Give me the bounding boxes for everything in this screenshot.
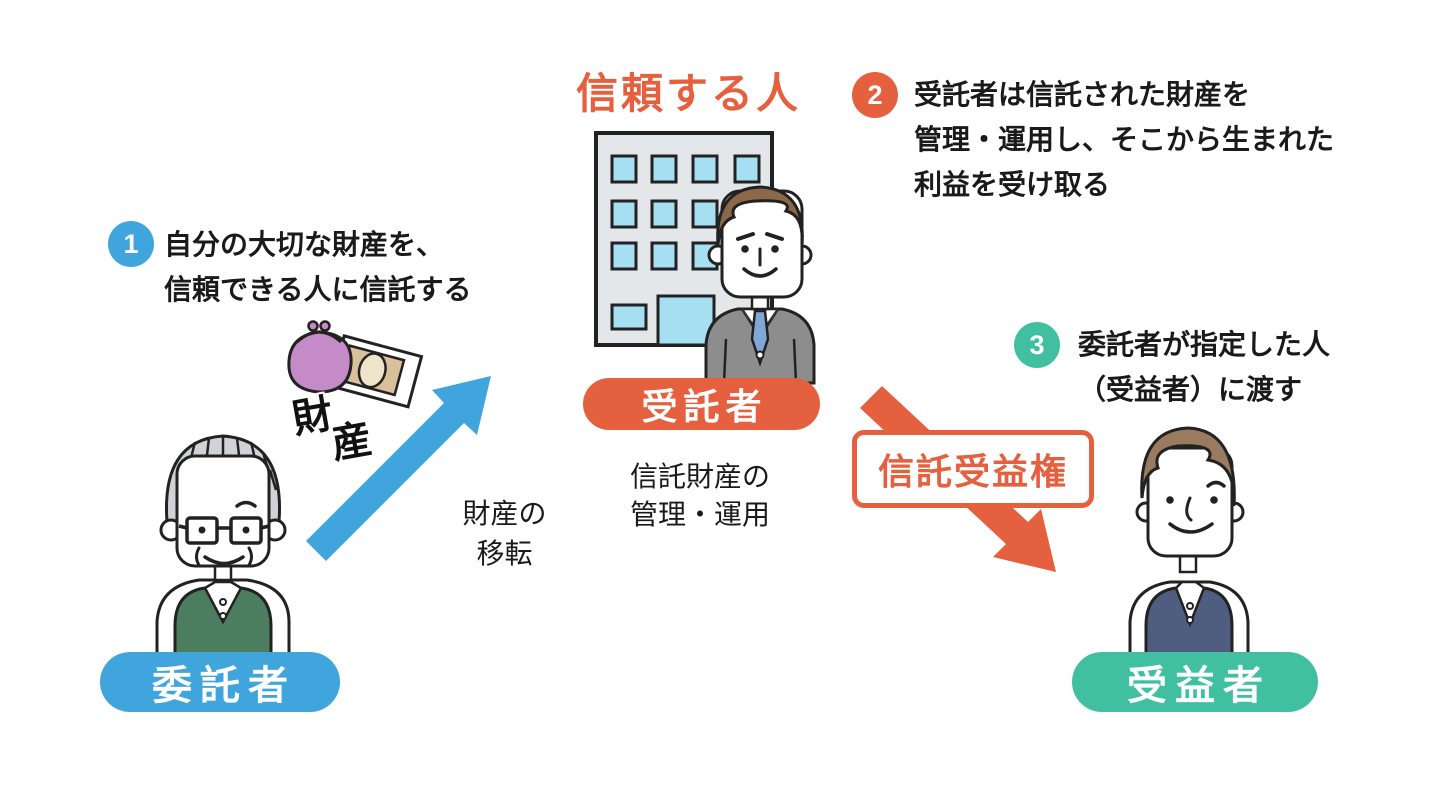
step-1-line-2: 信頼できる人に信託する xyxy=(164,274,472,305)
beneficiary-hair xyxy=(1140,426,1236,507)
trust-management-line-1: 信託財産の xyxy=(629,461,770,492)
step-1-text: 自分の大切な財産を、 信頼できる人に信託する xyxy=(164,222,471,312)
purse-and-money-icon xyxy=(287,320,424,409)
trust-management-line-2: 管理・運用 xyxy=(629,499,770,530)
step-2-line-2: 管理・運用し、そこから生まれた xyxy=(914,124,1335,155)
step-2-line-3: 利益を受け取る xyxy=(914,169,1111,200)
beneficiary-badge: 受益者 xyxy=(1072,652,1318,712)
beneficiary-body xyxy=(1128,580,1250,667)
step-3-line-1: 委託者が指定した人 xyxy=(1078,329,1331,360)
settlor-hair-stripes xyxy=(189,437,278,491)
settlor-badge: 委託者 xyxy=(100,652,340,712)
asset-transfer-note: 財産の 移転 xyxy=(437,494,572,574)
asset-transfer-arrow-icon xyxy=(306,376,491,561)
step-3-number-badge: 3 xyxy=(1014,322,1060,368)
trustee-hair xyxy=(716,185,804,246)
trustee-illustration xyxy=(704,185,816,385)
settlor-face-features xyxy=(195,500,257,567)
step-2-number-badge: 2 xyxy=(852,72,898,118)
trust-benefit-label: 信託受益権 xyxy=(852,430,1094,508)
settlor-face xyxy=(175,454,271,568)
trustee-body xyxy=(704,307,816,385)
step-3-text: 委託者が指定した人 （受益者）に渡す xyxy=(1078,322,1330,412)
purse-icon xyxy=(287,320,353,394)
settlor-body xyxy=(155,578,291,668)
beneficiary-illustration xyxy=(1128,426,1250,667)
trustee-badge: 受託者 xyxy=(583,378,820,430)
settlor-illustration xyxy=(155,434,291,668)
step-2-text: 受託者は信託された財産を 管理・運用し、そこから生まれた 利益を受け取る xyxy=(914,72,1334,207)
step-1-number-badge: 1 xyxy=(108,221,154,267)
step-3-line-2: （受益者）に渡す xyxy=(1078,374,1303,405)
step-2-line-1: 受託者は信託された財産を xyxy=(914,79,1251,110)
asset-transfer-line-1: 財産の xyxy=(462,498,547,529)
trustee-tie xyxy=(750,309,770,367)
beneficiary-face-features xyxy=(1166,480,1226,534)
banknote-icon xyxy=(328,334,424,409)
asset-transfer-line-2: 移転 xyxy=(476,538,533,569)
trust-management-note: 信託財産の 管理・運用 xyxy=(596,458,804,534)
step-1-line-1: 自分の大切な財産を、 xyxy=(164,229,445,260)
trustee-face-features xyxy=(736,232,784,278)
diagram-title: 信頼する人 xyxy=(576,70,802,117)
